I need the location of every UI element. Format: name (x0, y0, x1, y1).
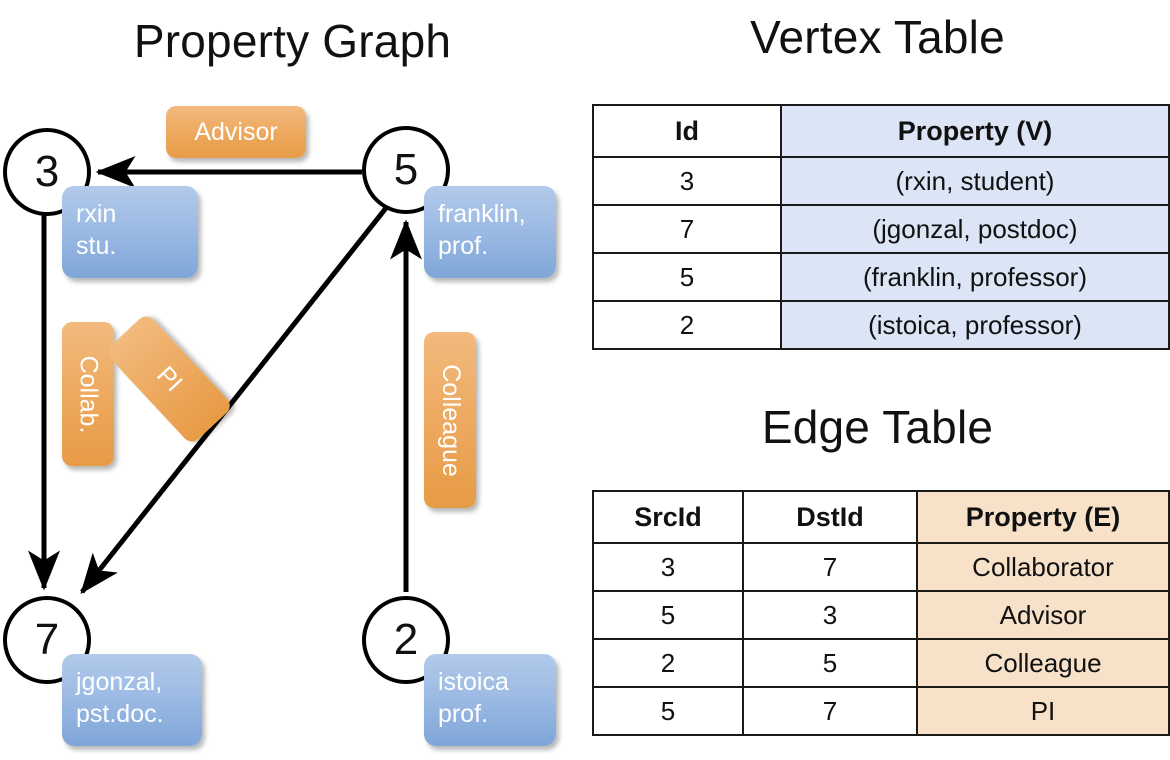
edge-row-2-src: 2 (592, 638, 744, 688)
edge-label-collab-text: Collab. (74, 355, 103, 433)
table-row[interactable]: 5 (franklin, professor) (592, 252, 1170, 302)
graph-vertex-5-label: 5 (393, 145, 419, 194)
vertex-property-box-istoica: istoica prof. (424, 654, 556, 746)
graph-vertex-5[interactable]: 5 (362, 126, 450, 214)
edge-label-colleague: Colleague (424, 332, 476, 508)
vertex-property-franklin-line2: prof. (438, 232, 489, 260)
vertex-row-1-id: 7 (592, 204, 782, 254)
table-row[interactable]: 7 (jgonzal, postdoc) (592, 204, 1170, 254)
vertex-property-box-rxin: rxin stu. (62, 186, 198, 278)
vertex-property-istoica-line2: prof. (438, 700, 489, 728)
page-title-edge-table: Edge Table (761, 401, 994, 453)
edge-row-1-dst: 3 (742, 590, 918, 640)
edge-table-col-srcid: SrcId (592, 490, 744, 544)
page-title-property-graph: Property Graph (133, 15, 452, 67)
graph-vertex-2[interactable]: 2 (362, 596, 450, 684)
vertex-row-0-id: 3 (592, 156, 782, 206)
edge-row-0-src: 3 (592, 542, 744, 592)
graph-vertex-3-label: 3 (34, 147, 60, 196)
edge-row-3-property: PI (916, 686, 1170, 736)
vertex-property-box-franklin: franklin, prof. (424, 186, 556, 278)
vertex-row-2-id: 5 (592, 252, 782, 302)
table-row[interactable]: 3 (rxin, student) (592, 156, 1170, 206)
vertex-row-3-property: (istoica, professor) (780, 300, 1170, 350)
edge-label-pi-text: PI (151, 360, 188, 397)
edge-row-2-property: Colleague (916, 638, 1170, 688)
edge-row-2-dst: 5 (742, 638, 918, 688)
edge-table-header-row: SrcId DstId Property (E) (592, 490, 1170, 544)
table-row[interactable]: 2 5 Colleague (592, 638, 1170, 688)
edge-table-col-dstid: DstId (742, 490, 918, 544)
vertex-property-franklin-line1: franklin, (438, 200, 526, 228)
edge-label-colleague-text: Colleague (436, 363, 465, 477)
vertex-table-header-row: Id Property (V) (592, 104, 1170, 158)
edge-label-advisor-text: Advisor (194, 117, 278, 146)
edge-label-collab: Collab. (62, 322, 114, 466)
vertex-property-rxin-line1: rxin (76, 200, 117, 228)
vertex-table-col-property: Property (V) (780, 104, 1170, 158)
edge-row-1-src: 5 (592, 590, 744, 640)
edge-row-3-src: 5 (592, 686, 744, 736)
graph-edge-lines (28, 156, 422, 594)
vertex-row-3-id: 2 (592, 300, 782, 350)
table-row[interactable]: 2 (istoica, professor) (592, 300, 1170, 350)
vertex-table: Id Property (V) 3 (rxin, student) 7 (jgo… (592, 104, 1170, 350)
edge-table-col-property: Property (E) (916, 490, 1170, 544)
edge-row-3-dst: 7 (742, 686, 918, 736)
edge-line-pi (80, 206, 388, 594)
edge-label-advisor: Advisor (166, 106, 306, 158)
graph-vertex-2-label: 2 (393, 615, 419, 664)
graph-vertex-7-label: 7 (34, 615, 60, 664)
vertex-property-jgonzal-line1: jgonzal, (76, 668, 163, 696)
property-graph-panel: Property Graph Advisor Collab. PI Collea… (3, 15, 556, 746)
vertex-property-jgonzal-line2: pst.doc. (76, 700, 164, 728)
vertex-table-col-id: Id (592, 104, 782, 158)
table-row[interactable]: 3 7 Collaborator (592, 542, 1170, 592)
vertex-property-rxin-line2: stu. (76, 232, 117, 260)
page-title-vertex-table: Vertex Table (750, 11, 1005, 63)
vertex-property-box-jgonzal: jgonzal, pst.doc. (62, 654, 202, 746)
vertex-row-1-property: (jgonzal, postdoc) (780, 204, 1170, 254)
vertex-row-2-property: (franklin, professor) (780, 252, 1170, 302)
table-row[interactable]: 5 3 Advisor (592, 590, 1170, 640)
vertex-row-0-property: (rxin, student) (780, 156, 1170, 206)
edge-row-1-property: Advisor (916, 590, 1170, 640)
edge-row-0-property: Collaborator (916, 542, 1170, 592)
edge-table: SrcId DstId Property (E) 3 7 Collaborato… (592, 490, 1170, 736)
vertex-property-istoica-line1: istoica (438, 668, 509, 696)
table-row[interactable]: 5 7 PI (592, 686, 1170, 736)
edge-row-0-dst: 7 (742, 542, 918, 592)
